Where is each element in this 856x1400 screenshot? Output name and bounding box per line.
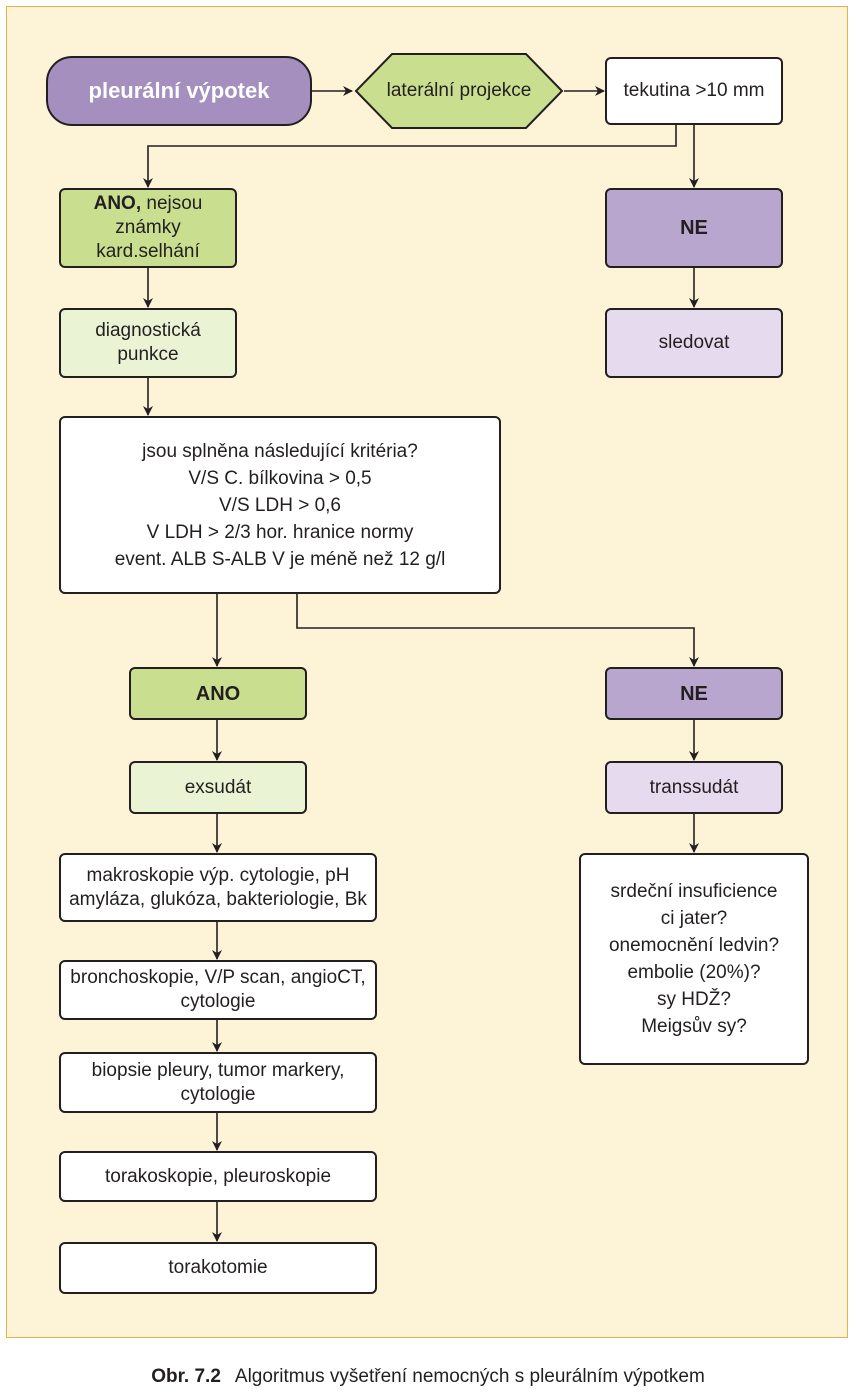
- puncture-node: diagnostická punkce: [59, 308, 237, 378]
- ano-node: ANO: [129, 667, 307, 720]
- flow-arrows: [143, 86, 699, 1242]
- macroscopy-label: makroskopie výp. cytologie, pH amyláza, …: [69, 864, 367, 910]
- thoracoscopy-node: torakoskopie, pleuroskopie: [59, 1151, 377, 1202]
- biopsy-label: biopsie pleury, tumor markery, cytologie: [91, 1059, 345, 1105]
- criteria-label: jsou splněna následující kritéria? V/S C…: [114, 440, 446, 570]
- ne-label: NE: [680, 682, 708, 705]
- start-node: pleurální výpotek: [46, 56, 312, 126]
- arrow-criteria-ne: [296, 594, 699, 667]
- fluid-label: tekutina >10 mm: [623, 80, 765, 101]
- yes-rest: nejsou známky kard.selhání: [96, 193, 203, 262]
- caption-number: Obr. 7.2: [151, 1366, 221, 1387]
- yes-prefix: ANO,: [93, 193, 142, 214]
- no-top-label: NE: [680, 217, 708, 239]
- bronchoscopy-label: bronchoskopie, V/P scan, angioCT, cytolo…: [70, 967, 366, 1012]
- hexagon-shape: [354, 53, 564, 129]
- macroscopy-node: makroskopie výp. cytologie, pH amyláza, …: [59, 853, 377, 922]
- exudate-label: exsudát: [184, 776, 252, 798]
- exudate-node: exsudát: [129, 761, 307, 814]
- observe-node: sledovat: [605, 308, 783, 378]
- transudate-label: transsudát: [649, 776, 739, 798]
- biopsy-node: biopsie pleury, tumor markery, cytologie: [59, 1052, 377, 1113]
- lateral-decision-node: laterální projekce: [354, 52, 564, 130]
- ne-node: NE: [605, 667, 783, 720]
- puncture-label: diagnostická punkce: [95, 320, 201, 365]
- start-label: pleurální výpotek: [88, 78, 270, 103]
- yes-no-heart-failure-node: ANO, nejsou známky kard.selhání: [59, 188, 237, 268]
- fluid-node: tekutina >10 mm: [605, 57, 783, 125]
- no-top-node: NE: [605, 188, 783, 268]
- causes-label: srdeční insuficience ci jater? onemocněn…: [608, 881, 780, 1037]
- criteria-node: jsou splněna následující kritéria? V/S C…: [59, 416, 501, 594]
- ano-label: ANO: [195, 682, 241, 705]
- arrow-fluid-yes: [143, 124, 677, 188]
- lateral-label: laterální projekce: [386, 80, 532, 101]
- caption-text: Algoritmus vyšetření nemocných s pleurál…: [234, 1366, 705, 1387]
- transudate-node: transsudát: [605, 761, 783, 814]
- bronchoscopy-node: bronchoskopie, V/P scan, angioCT, cytolo…: [59, 960, 377, 1020]
- thoracotomy-node: torakotomie: [59, 1242, 377, 1294]
- figure-caption: Obr. 7.2 Algoritmus vyšetření nemocných s…: [0, 1366, 856, 1388]
- thoracoscopy-label: torakoskopie, pleuroskopie: [104, 1165, 332, 1187]
- thoracotomy-label: torakotomie: [168, 1257, 268, 1278]
- observe-label: sledovat: [658, 332, 730, 353]
- causes-node: srdeční insuficience ci jater? onemocněn…: [579, 853, 809, 1065]
